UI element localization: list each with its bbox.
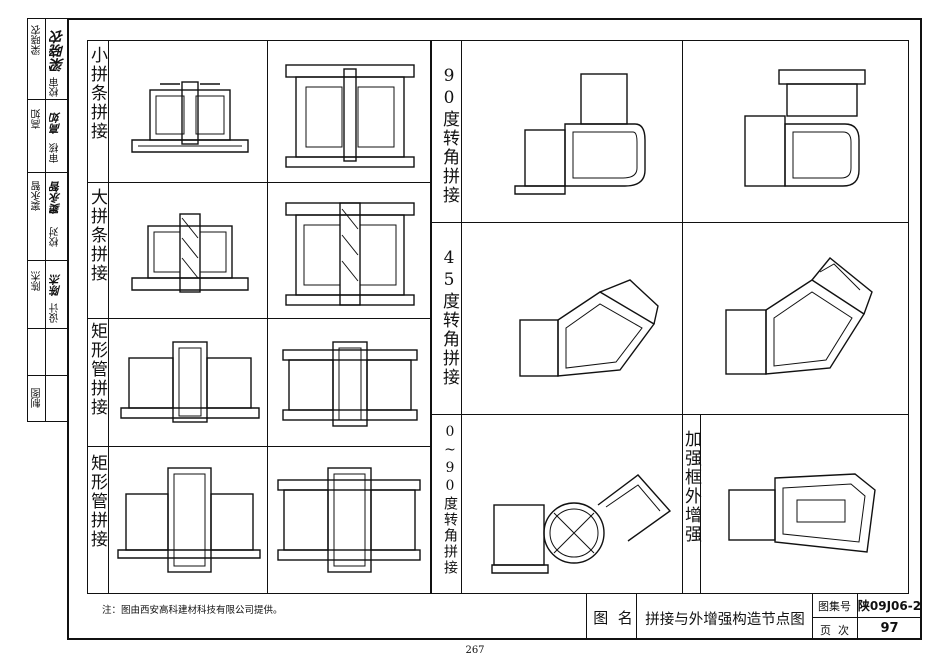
signoff-divider [27, 375, 67, 376]
left-column-divider [267, 40, 268, 594]
drawing-border [67, 18, 922, 640]
profile-90deg-a [514, 73, 646, 195]
profile-rect-tube-c [117, 467, 261, 573]
signoff-signature: 陈杰 [49, 274, 62, 296]
right-column-divider [682, 414, 683, 594]
signoff-role: 校审 [50, 77, 61, 97]
page-number: 267 [465, 645, 485, 656]
figure-name: 拼接与外增强构造节点图 [645, 612, 805, 628]
signoff-signature: 梁晓农 [50, 30, 66, 72]
profile-90deg-b [744, 69, 866, 187]
signoff-divider [27, 172, 67, 173]
signoff-name: 窦永智 [32, 181, 43, 211]
right-column-divider [700, 414, 701, 594]
signoff-signature: 窦永智 [49, 181, 62, 214]
panel-divider [430, 40, 432, 594]
signoff-role: 审核 [50, 143, 61, 163]
signoff-divider [27, 99, 67, 100]
signoff-column-divider [45, 18, 46, 422]
profile-rect-tube-b [282, 341, 418, 427]
left-label-divider [108, 40, 109, 594]
signoff-block [27, 18, 67, 422]
profile-rect-tube-a [120, 341, 260, 423]
right-label-divider [461, 40, 462, 594]
page-label: 页 次 [820, 624, 849, 637]
signoff-divider [27, 328, 67, 329]
profile-45deg-a [519, 279, 659, 377]
left-row-divider [87, 318, 430, 319]
signoff-role: 校对 [50, 227, 61, 247]
footnote: 注：图由西安高科建材科技有限公司提供。 [102, 605, 283, 616]
page-no: 97 [880, 621, 899, 636]
left-row-divider [87, 446, 430, 447]
row-label-rect-tube-2: 矩形管拼接 [87, 454, 107, 549]
signoff-name: 陈杰 [32, 271, 43, 291]
profile-rect-tube-d [277, 467, 421, 573]
figure-name-label: 图 名 [593, 609, 633, 627]
profile-0-90deg [491, 474, 672, 574]
signoff-name: 梁晓农 [32, 25, 43, 55]
signoff-role: 制图 [32, 388, 43, 408]
profile-small-strip-b [285, 64, 415, 168]
left-row-divider [87, 182, 430, 183]
signoff-role: 设计 [50, 303, 61, 323]
profile-reinforce [728, 473, 876, 553]
profile-45deg-b [725, 257, 873, 375]
title-block-divider [812, 617, 922, 618]
row-label-90deg: 90度转角拼接 [439, 66, 459, 205]
drawing-frame [87, 40, 909, 594]
row-label-0-90deg: 0~90度转角拼接 [442, 424, 458, 576]
profile-small-strip-a [131, 81, 249, 153]
signoff-name: 高如 [32, 109, 43, 129]
title-block-divider [636, 594, 637, 640]
signoff-signature: 高如 [49, 112, 62, 134]
row-label-small-strip: 小拼条拼接 [87, 46, 107, 141]
right-row-divider [430, 222, 909, 223]
row-label-45deg: 45度转角拼接 [439, 248, 459, 387]
profile-large-strip-a [131, 213, 249, 293]
profile-large-strip-b [285, 202, 415, 306]
row-label-reinforce: 加强框外增强 [681, 430, 701, 544]
title-block [586, 594, 922, 640]
row-label-rect-tube: 矩形管拼接 [87, 322, 107, 417]
row-label-large-strip: 大拼条拼接 [87, 188, 107, 283]
atlas-no: 陕09J06-2 [857, 599, 922, 613]
right-row-divider [430, 414, 909, 415]
atlas-no-label: 图集号 [818, 600, 851, 613]
signoff-divider [27, 260, 67, 261]
right-column-divider [682, 40, 683, 414]
